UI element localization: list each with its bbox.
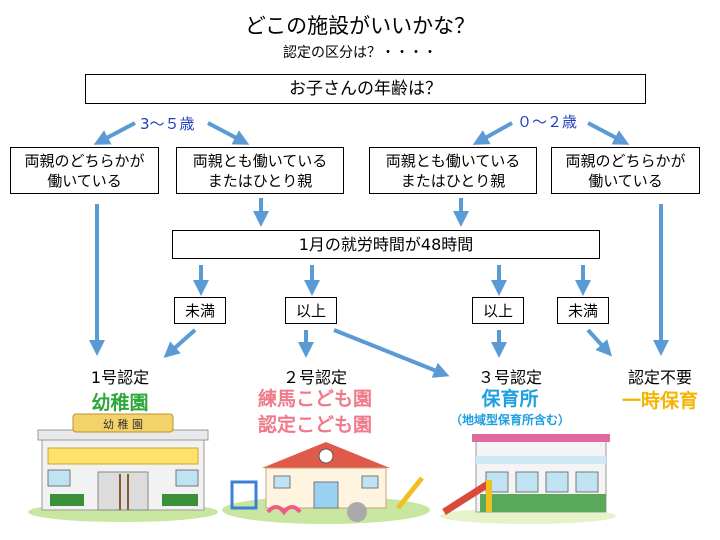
arrow-age-right-to-r1 xyxy=(472,121,513,145)
box-label: 両親のどちらかが 働いている xyxy=(24,151,145,190)
cert2-label: ２号認定 xyxy=(282,368,347,387)
cert2-facility-kodomoen: 認定こども園 xyxy=(257,414,372,436)
box-both-parents-working-3-5: 両親とも働いている またはひとり親 xyxy=(176,147,344,194)
arrow-age-right-to-r2 xyxy=(587,121,630,145)
cert2-facility-nerima: 練馬こども園 xyxy=(257,388,372,410)
label-under-right: 未満 xyxy=(557,297,609,324)
box-label: 両親とも働いている またはひとり親 xyxy=(192,151,328,190)
nursery-illustration xyxy=(440,434,616,524)
box-one-parent-working-0-2: 両親のどちらかが 働いている xyxy=(551,147,700,194)
label-under-left: 未満 xyxy=(174,297,226,324)
kodomoen-illustration xyxy=(222,442,430,524)
page-subtitle: 認定の区分は？・・・・ xyxy=(283,45,437,61)
label-over-right: 以上 xyxy=(472,297,524,324)
cert3-note: （地域型保育所含む） xyxy=(449,413,570,427)
cert1-facility: 幼稚園 xyxy=(91,392,149,414)
cert3-facility: 保育所 xyxy=(481,388,539,410)
box-label: 以上 xyxy=(295,301,326,320)
arrow-age-left-to-l1 xyxy=(93,121,136,145)
box-label: 両親のどちらかが 働いている xyxy=(565,151,686,190)
cert1-label: 1号認定 xyxy=(90,368,150,387)
label-over-left: 以上 xyxy=(285,297,337,324)
arrow-age-left-to-l2 xyxy=(207,121,250,145)
box-one-parent-working-3-5: 両親のどちらかが 働いている xyxy=(10,147,159,194)
work-hours-box: 1月の就労時間が48時間 xyxy=(172,230,600,259)
cert3-label: ３号認定 xyxy=(477,368,542,387)
arrow-under-r-to-cert0 xyxy=(586,328,613,357)
page-title: どこの施設がいいかな？ xyxy=(244,14,476,38)
age-question-label: お子さんの年齢は？ xyxy=(289,79,442,99)
arrow-under-l-to-cert1 xyxy=(163,328,197,358)
cert0-label: 認定不要 xyxy=(627,368,692,387)
box-both-parents-working-0-2: 両親とも働いている またはひとり親 xyxy=(369,147,537,194)
age-question-box: お子さんの年齢は？ xyxy=(85,74,646,104)
kindergarten-illustration: 幼 稚 園 xyxy=(28,413,218,522)
kindergarten-sign: 幼 稚 園 xyxy=(103,418,143,431)
cert0-facility: 一時保育 xyxy=(621,390,698,412)
arrow-over-l-to-cert3 xyxy=(333,328,450,378)
box-label: 両親とも働いている またはひとり親 xyxy=(385,151,521,190)
box-label: 以上 xyxy=(482,301,513,320)
box-label: 未満 xyxy=(567,301,598,320)
box-label: 未満 xyxy=(184,301,215,320)
work-hours-label: 1月の就労時間が48時間 xyxy=(298,234,474,254)
age-label-0-2: ０～２歳 xyxy=(517,113,578,131)
age-label-3-5: 3～５歳 xyxy=(140,115,195,133)
